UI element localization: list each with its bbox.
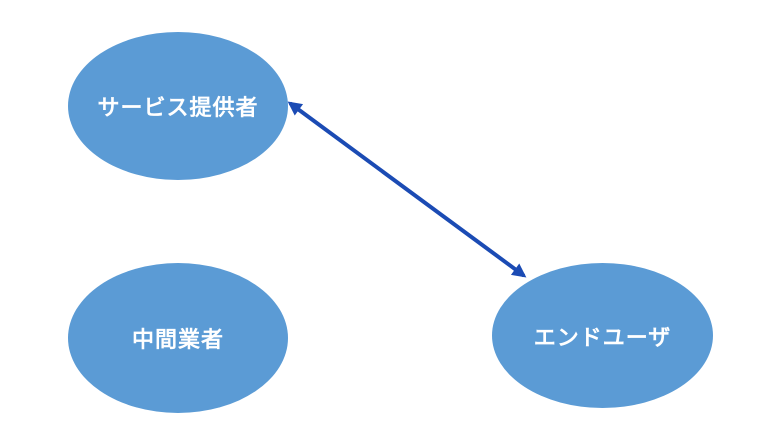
node-service-provider-label: サービス提供者 bbox=[97, 96, 259, 121]
node-intermediary: 中間業者 bbox=[68, 263, 288, 413]
node-intermediary-label: 中間業者 bbox=[131, 328, 224, 353]
node-end-user-label: エンドユーザ bbox=[533, 325, 672, 351]
edge-service-provider-end-user bbox=[287, 101, 527, 278]
node-service-provider: サービス提供者 bbox=[68, 32, 288, 180]
node-end-user: エンドユーザ bbox=[492, 263, 713, 408]
